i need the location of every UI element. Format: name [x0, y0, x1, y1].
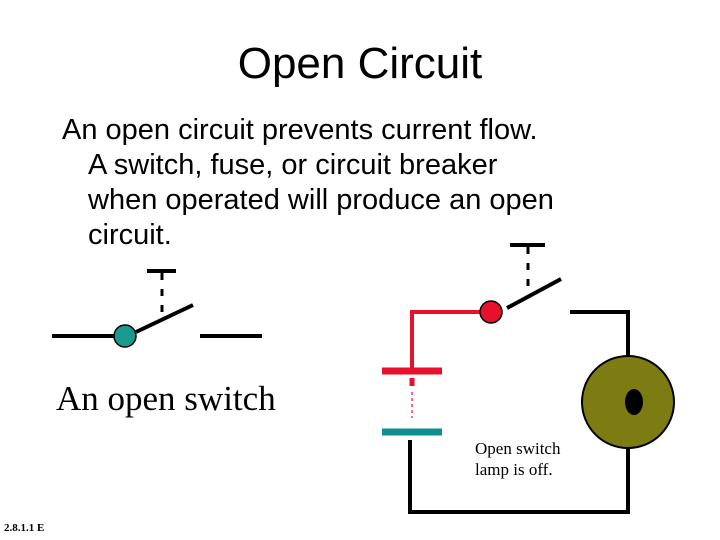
body-line-2: A switch, fuse, or circuit breaker: [88, 149, 498, 181]
body-line-1: An open circuit prevents current flow.: [62, 114, 538, 146]
slide-code: 2.8.1.1 E: [4, 522, 45, 534]
circuit-switch-blade: [506, 277, 562, 310]
standalone-open-switch: [52, 269, 262, 348]
lamp-caption: Open switch lamp is off.: [475, 438, 560, 480]
slide-title: Open Circuit: [237, 39, 483, 88]
lamp-caption-line-1: Open switch: [475, 439, 561, 458]
open-circuit-loop: [382, 243, 675, 514]
body-line-3: when operated will produce an open: [88, 184, 554, 216]
lamp-filament-dot: [625, 389, 643, 415]
circuit-switch-pivot-dot: [479, 300, 503, 324]
top-wire: [570, 310, 630, 358]
open-switch-caption: An open switch: [56, 379, 276, 418]
switch-blade: [135, 303, 194, 334]
body-text: An open circuit prevents current flow. A…: [62, 113, 662, 253]
switch-pivot-dot: [113, 324, 137, 348]
red-wire: [410, 310, 480, 370]
body-line-4: circuit.: [88, 219, 172, 251]
bottom-wire: [408, 440, 630, 514]
lamp-caption-line-2: lamp is off.: [475, 460, 553, 479]
